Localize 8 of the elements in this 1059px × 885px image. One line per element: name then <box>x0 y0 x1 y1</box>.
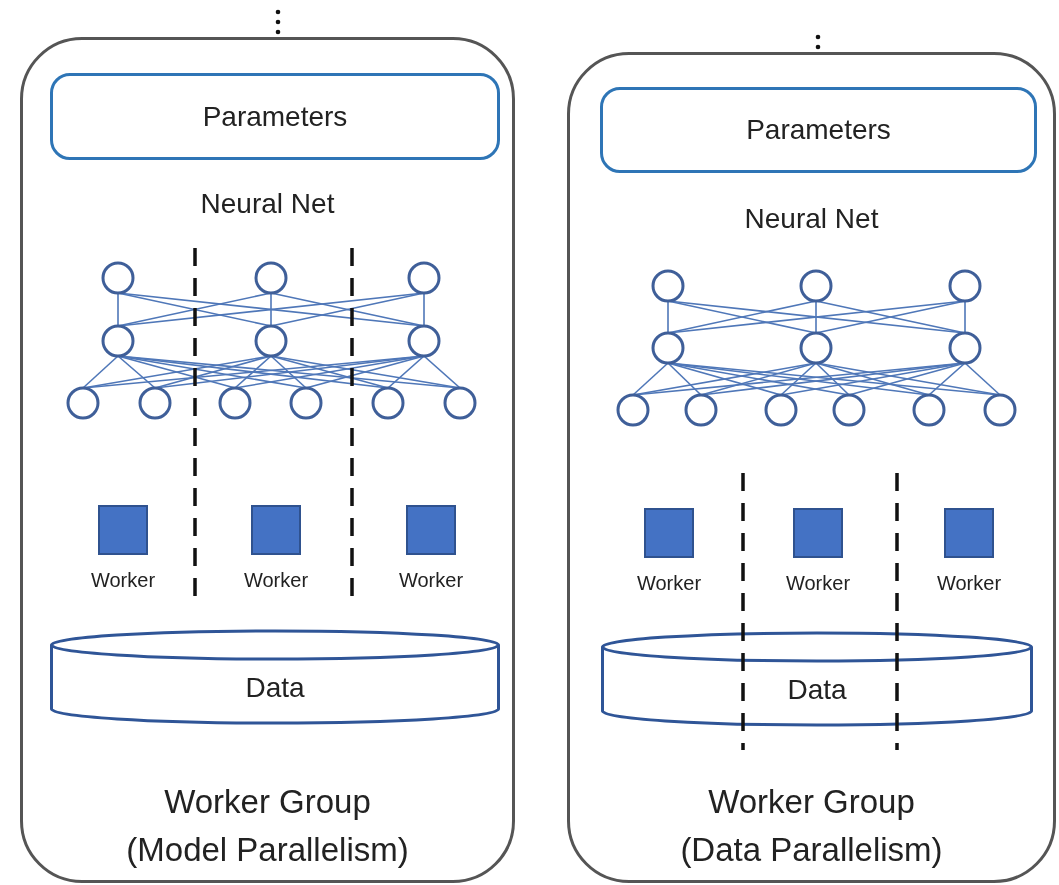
parameters-box: Parameters <box>600 87 1037 173</box>
group-title: Worker Group <box>708 782 915 822</box>
group-title: (Model Parallelism) <box>126 830 409 870</box>
section-heading: Neural Net <box>744 203 879 235</box>
group-title: Worker Group <box>164 782 371 822</box>
parameters-box: Parameters <box>50 73 500 160</box>
section-heading: Neural Net <box>200 188 335 220</box>
group-title: (Data Parallelism) <box>680 830 943 870</box>
